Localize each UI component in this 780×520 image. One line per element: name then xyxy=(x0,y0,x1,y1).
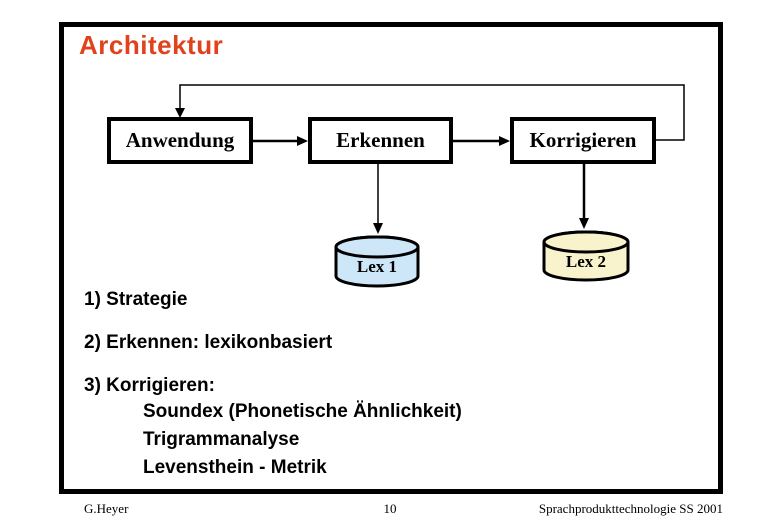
list-item-erkennen: 2) Erkennen: lexikonbasiert xyxy=(84,332,333,353)
list-item-strategie: 1) Strategie xyxy=(84,289,188,310)
slide-title: Architektur xyxy=(79,30,224,60)
node-anwendung: Anwendung xyxy=(107,117,253,164)
footer-page-number: 10 xyxy=(383,501,397,516)
feedback-arrowhead-icon xyxy=(175,108,185,118)
footer-course-name: Sprachprodukttechnologie SS 2001 xyxy=(538,501,723,516)
arrowhead-anwendung-erkennen-icon xyxy=(297,136,308,146)
node-anwendung-label: Anwendung xyxy=(125,128,235,152)
arrowhead-lex2-icon xyxy=(579,218,589,229)
lex2-top-rim xyxy=(542,230,630,254)
arrowhead-erkennen-korrigieren-icon xyxy=(499,136,510,146)
node-korrigieren-label: Korrigieren xyxy=(529,128,637,152)
list-item-korrigieren: 3) Korrigieren: xyxy=(84,375,215,396)
list-subitem-levensthein: Levensthein - Metrik xyxy=(143,457,327,478)
node-erkennen: Erkennen xyxy=(308,117,453,164)
lex1-label: Lex 1 xyxy=(356,257,398,276)
arrowhead-lex1-icon xyxy=(373,223,383,234)
lex1-top-rim xyxy=(334,235,420,259)
footer-author: G.Heyer xyxy=(84,501,129,516)
list-subitem-trigramm: Trigrammanalyse xyxy=(143,429,300,450)
feedback-line xyxy=(179,84,685,141)
node-erkennen-label: Erkennen xyxy=(336,128,425,152)
list-subitem-soundex: Soundex (Phonetische Ähnlichkeit) xyxy=(143,401,462,422)
database-cylinder-lex2-icon xyxy=(542,230,630,282)
node-korrigieren: Korrigieren xyxy=(510,117,656,164)
lex2-label: Lex 2 xyxy=(565,252,607,271)
slide-border-frame xyxy=(59,22,723,494)
database-cylinder-lex1-icon xyxy=(334,235,420,288)
